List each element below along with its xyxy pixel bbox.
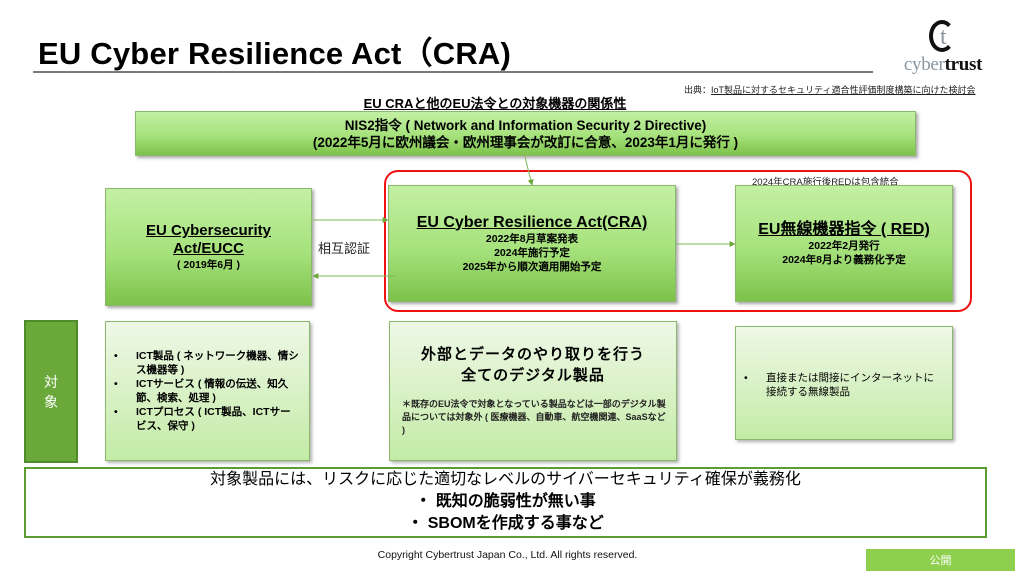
eucc-scope-list: •ICT製品 ( ネットワーク機器、情シス機器等 ) •ICTサービス ( 情報… — [106, 349, 309, 433]
cra-line-draft: 2022年8月草案発表 — [485, 232, 579, 245]
eucc-title-line1: EU Cybersecurity — [145, 222, 272, 239]
cra-line-enforce: 2024年施行予定 — [494, 246, 570, 259]
title-divider — [33, 71, 873, 73]
red-title: EU無線機器指令 ( RED) — [758, 220, 930, 238]
cybertrust-logo: t cybertrust — [893, 20, 993, 80]
eucc-box: EU Cybersecurity Act/EUCC ( 2019年6月 ) — [105, 188, 312, 306]
red-box: EU無線機器指令 ( RED) 2022年2月発行 2024年8月より義務化予定 — [735, 185, 953, 302]
page-title: EU Cyber Resilience Act（CRA) — [38, 36, 512, 71]
cra-red-highlight-frame — [384, 170, 972, 312]
cra-scope-heading-line2: 全てのデジタル製品 — [461, 367, 605, 384]
list-item: •直接または間接にインターネットに接続する無線製品 — [744, 372, 934, 398]
red-scope-list: •直接または間接にインターネットに接続する無線製品 — [736, 371, 952, 399]
cra-box: EU Cyber Resilience Act(CRA) 2022年8月草案発表… — [388, 185, 676, 302]
source-citation: 出典：IoT製品に対するセキュリティ適合性評価制度構築に向けた検討会 — [684, 83, 975, 96]
eucc-scope-box: •ICT製品 ( ネットワーク機器、情シス機器等 ) •ICTサービス ( 情報… — [105, 321, 310, 461]
obligation-summary-box: 対象製品には、リスクに応じた適切なレベルのサイバーセキュリティ確保が義務化 ・ … — [24, 467, 987, 538]
list-item: •ICT製品 ( ネットワーク機器、情シス機器等 ) — [114, 350, 299, 376]
source-link[interactable]: IoT製品に対するセキュリティ適合性評価制度構築に向けた検討会 — [711, 85, 976, 95]
nis2-line1: NIS2指令 ( Network and Information Securit… — [344, 117, 707, 133]
logo-t-letter: t — [940, 24, 947, 50]
summary-line-vuln: ・ 既知の脆弱性が無い事 — [415, 493, 596, 510]
red-line-issued: 2022年2月発行 — [808, 239, 880, 252]
logo-word-light: cyber — [903, 54, 945, 75]
list-item: •ICTサービス ( 情報の伝送、知久節、検索、処理 ) — [114, 378, 289, 404]
logo-word-bold: trust — [944, 54, 983, 75]
red-scope-box: •直接または間接にインターネットに接続する無線製品 — [735, 326, 953, 440]
red-integration-note: 2024年CRA施行後REDは包含統合 — [752, 177, 899, 188]
logo-c-shape — [929, 20, 955, 52]
copyright-notice: Copyright Cybertrust Japan Co., Ltd. All… — [377, 549, 638, 561]
logo-mark-icon: t — [893, 20, 993, 56]
scope-label-text: 対象 — [44, 373, 58, 410]
scope-label: 対象 — [24, 320, 78, 463]
diagram-subtitle: EU CRAと他のEU法令との対象機器の関係性 — [363, 96, 627, 111]
cra-scope-box: 外部とデータのやり取りを行う 全てのデジタル製品 ＊既存のEU法令で対象となって… — [389, 321, 677, 461]
nis2-line2: (2022年5月に欧州議会・欧州理事会が改訂に合意、2023年1月に発行 ) — [312, 134, 739, 150]
cra-title: EU Cyber Resilience Act(CRA) — [416, 213, 648, 231]
list-item: •ICTプロセス ( ICT製品、ICTサービス、保守 ) — [114, 406, 291, 432]
nis2-to-cra-arrow — [524, 156, 534, 186]
eucc-title-line2: Act/EUCC — [173, 240, 244, 257]
red-line-mandatory: 2024年8月より義務化予定 — [782, 253, 906, 266]
logo-wordmark: cybertrust — [893, 54, 993, 76]
summary-line-sbom: ・ SBOMを作成する事など — [407, 515, 604, 532]
cra-line-apply: 2025年から順次適用開始予定 — [462, 260, 602, 273]
mutual-recognition-label: 相互認証 — [318, 241, 371, 256]
source-prefix: 出典： — [684, 85, 712, 95]
nis2-box: NIS2指令 ( Network and Information Securit… — [135, 111, 916, 156]
cra-scope-heading-line1: 外部とデータのやり取りを行う — [420, 346, 645, 363]
eucc-date: ( 2019年6月 ) — [176, 259, 241, 271]
public-badge: 公開 — [866, 549, 1015, 571]
cra-scope-note: ＊既存のEU法令で対象となっている製品などは一部のデジタル製品については対象外 … — [402, 399, 666, 435]
summary-line-main: 対象製品には、リスクに応じた適切なレベルのサイバーセキュリティ確保が義務化 — [210, 471, 801, 488]
